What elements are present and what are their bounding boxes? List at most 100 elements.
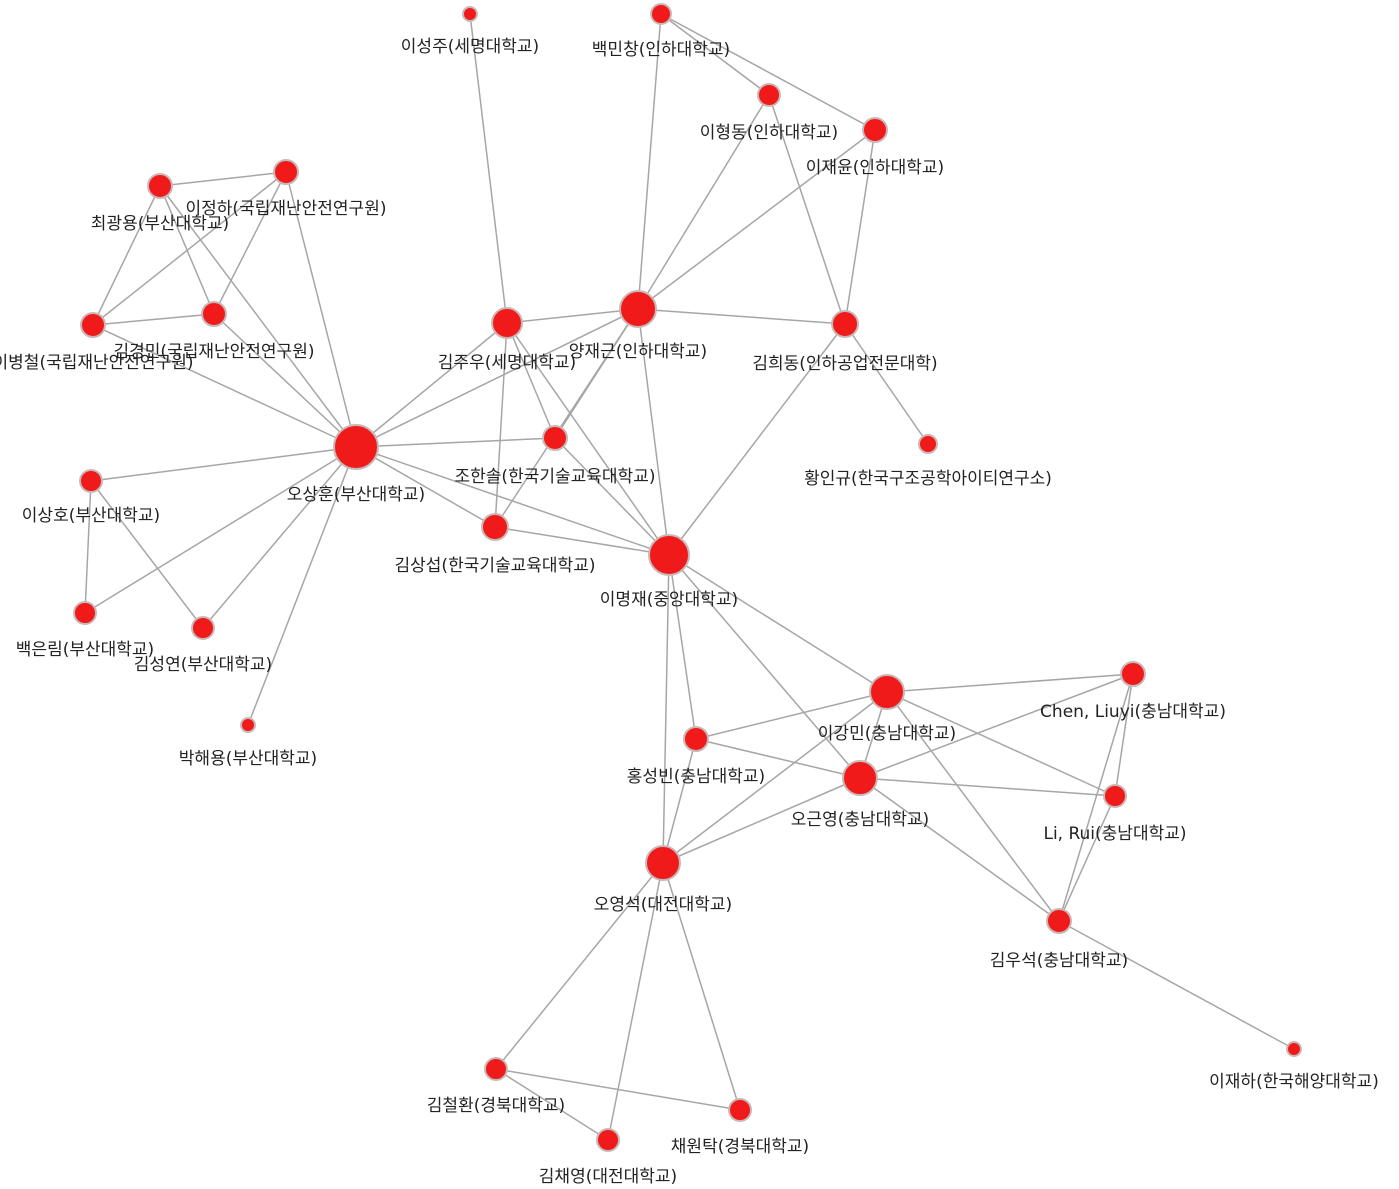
node-label-n11: 김경민(국립재난안전연구원) [114,342,315,362]
edge-n10-n11 [92,313,215,326]
node-n11[interactable] [201,301,227,327]
edge-n6-n5 [159,171,287,187]
edge-n26-n29 [495,862,664,1070]
edge-n21-n23 [695,691,888,740]
node-label-n24: 오근영(충남대학교) [791,810,929,830]
node-label-n18: 백은림(부산대학교) [16,640,154,660]
edge-n8-n16 [494,308,639,528]
edge-n8-n7 [506,308,639,324]
node-n12[interactable] [333,424,379,470]
edge-n24-n26 [662,777,861,864]
node-label-n31: 김채영(대전대학교) [539,1167,677,1187]
node-n6[interactable] [147,173,173,199]
node-label-n5: 이정하(국립재난안전연구원) [186,199,387,219]
edge-n6-n11 [159,185,215,315]
node-label-n28: 이재하(한국해양대학교) [1209,1072,1379,1092]
edge-n7-n16 [494,322,508,528]
node-n19[interactable] [191,616,215,640]
edge-n23-n26 [662,738,697,864]
edge-n22-n24 [859,673,1134,779]
node-n22[interactable] [1120,661,1146,687]
edge-n26-n31 [607,862,664,1141]
edge-n25-n27 [1058,795,1116,922]
node-n24[interactable] [842,760,878,796]
node-n16[interactable] [481,513,509,541]
node-label-n13: 조한솔(한국기술교육대학교) [455,467,656,487]
edge-n5-n12 [285,171,357,448]
node-label-n17: 이명재(중앙대학교) [600,590,738,610]
node-n27[interactable] [1046,908,1072,934]
node-label-n25: Li, Rui(충남대학교) [1043,824,1186,844]
edge-n24-n27 [859,777,1060,922]
edge-n12-n16 [355,446,496,528]
edge-n12-n13 [355,437,556,448]
node-n8[interactable] [619,290,657,328]
node-label-n3: 이형동(인하대학교) [700,123,838,143]
node-label-n8: 양재근(인하대학교) [569,342,707,362]
edge-n12-n15 [90,446,357,482]
node-n21[interactable] [869,674,905,710]
edge-n12-n20 [247,446,357,726]
edge-n2-n4 [660,13,876,131]
edge-n21-n22 [886,673,1134,693]
node-label-n21: 이강민(충남대학교) [818,724,956,744]
node-label-n29: 김철환(경북대학교) [427,1096,565,1116]
edge-n15-n18 [84,480,92,614]
node-label-n27: 김우석(충남대학교) [990,951,1128,971]
node-label-n14: 황인규(한국구조공학아이티연구소) [804,469,1052,489]
node-n28[interactable] [1286,1041,1302,1057]
node-n30[interactable] [728,1098,752,1122]
edges-layer [84,13,1295,1141]
node-n31[interactable] [596,1128,620,1152]
edge-n11-n12 [213,313,357,448]
node-n29[interactable] [484,1057,508,1081]
node-n7[interactable] [491,307,523,339]
edge-n12-n19 [202,446,357,629]
edge-n29-n31 [495,1068,609,1141]
edge-n9-n14 [844,323,929,445]
labels-layer: 이성주(세명대학교)백민창(인하대학교)이형동(인하대학교)이재윤(인하대학교)… [0,37,1379,1187]
node-n26[interactable] [645,845,681,881]
edge-n6-n12 [159,185,357,448]
edge-n2-n3 [660,13,770,96]
edge-n21-n25 [886,691,1116,797]
edge-n7-n13 [506,322,556,439]
edge-n23-n24 [695,738,861,779]
edge-n3-n9 [768,94,846,325]
node-n9[interactable] [831,310,859,338]
node-n5[interactable] [273,159,299,185]
node-n3[interactable] [757,83,781,107]
edge-n1-n7 [469,13,508,324]
node-label-n16: 김상섭(한국기술교육대학교) [395,556,596,576]
edge-n29-n30 [495,1068,741,1111]
node-n2[interactable] [650,3,672,25]
edge-n17-n21 [668,554,888,693]
node-n1[interactable] [462,6,478,22]
node-label-n22: Chen, Liuyi(충남대학교) [1040,702,1226,722]
edge-n12-n17 [355,446,670,556]
node-n4[interactable] [862,117,888,143]
edge-n4-n9 [844,129,876,325]
edge-n27-n28 [1058,920,1295,1050]
edge-n5-n11 [213,171,287,315]
node-n18[interactable] [73,601,97,625]
node-n23[interactable] [683,726,709,752]
node-label-n2: 백민창(인하대학교) [592,40,730,60]
edge-n22-n25 [1114,673,1134,797]
edge-n17-n23 [668,554,697,740]
node-label-n30: 채원탁(경북대학교) [671,1137,809,1157]
node-n10[interactable] [80,312,106,338]
node-label-n12: 오상훈(부산대학교) [287,485,425,505]
node-n13[interactable] [542,425,568,451]
node-n20[interactable] [240,717,256,733]
edge-n24-n25 [859,777,1116,797]
node-n15[interactable] [79,469,103,493]
node-label-n20: 박해용(부산대학교) [179,749,317,769]
edge-n12-n8 [355,308,639,448]
node-n25[interactable] [1103,784,1127,808]
nodes-layer [73,3,1302,1152]
edge-n3-n8 [637,94,770,310]
node-n14[interactable] [918,434,938,454]
node-n17[interactable] [648,534,690,576]
